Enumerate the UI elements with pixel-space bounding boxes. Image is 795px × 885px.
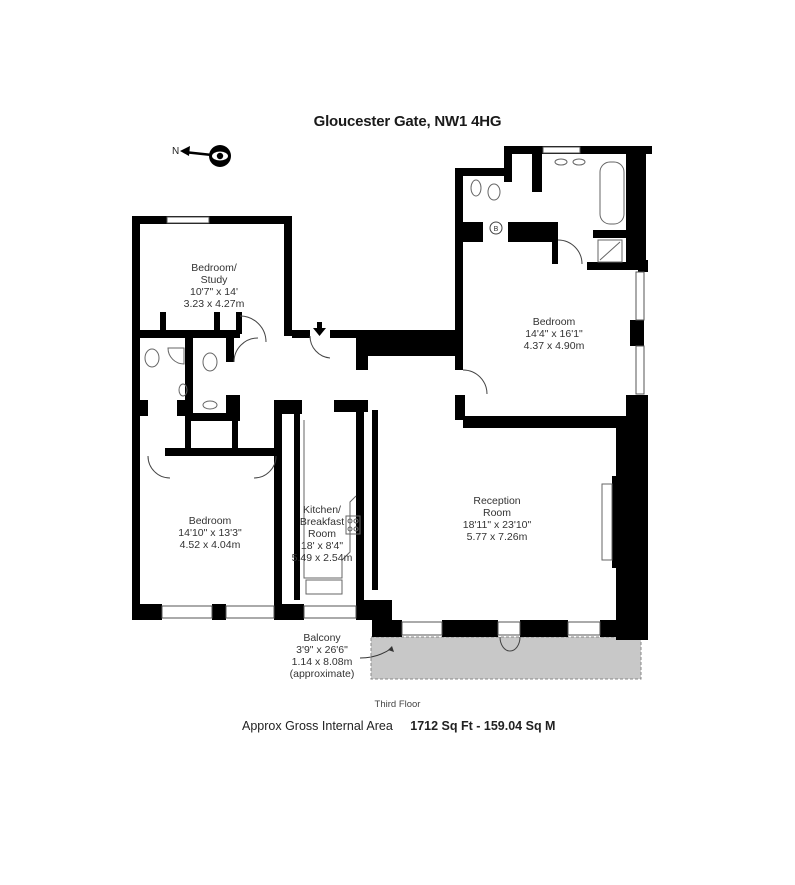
boiler-marker: B (489, 221, 503, 235)
doors (147, 239, 583, 652)
floor-label: Third Floor (374, 699, 421, 710)
room-label-kitchen: Kitchen/ Breakfast Room 18' x 8'4" 5.49 … (291, 504, 353, 564)
room-label-bedroom-study: Bedroom/ Study 10'7" x 14' 3.23 x 4.27m (183, 262, 245, 310)
compass: N (172, 140, 242, 170)
eye-viewpoint-icon (180, 145, 231, 167)
room-label-bedroom-master: Bedroom 14'4" x 16'1" 4.37 x 4.90m (523, 316, 585, 352)
north-label: N (172, 146, 180, 157)
entrance-arrow-icon (313, 322, 326, 336)
page-title: Gloucester Gate, NW1 4HG (313, 113, 502, 130)
room-label-balcony: Balcony 3'9" x 26'6" 1.14 x 8.08m (appro… (289, 632, 355, 680)
balcony-area (370, 636, 642, 680)
room-label-bedroom-two: Bedroom 14'10" x 13'3" 4.52 x 4.04m (178, 515, 242, 551)
windows (161, 146, 645, 636)
fixtures (144, 158, 625, 595)
walls (132, 146, 652, 640)
room-label-reception: Reception Room 18'11" x 23'10" 5.77 x 7.… (462, 495, 532, 543)
area-value: 1712 Sq Ft - 159.04 Sq M (410, 719, 556, 733)
gross-internal-area: Approx Gross Internal Area 1712 Sq Ft - … (242, 719, 555, 733)
area-label: Approx Gross Internal Area (242, 719, 393, 733)
svg-text:B: B (494, 226, 499, 233)
